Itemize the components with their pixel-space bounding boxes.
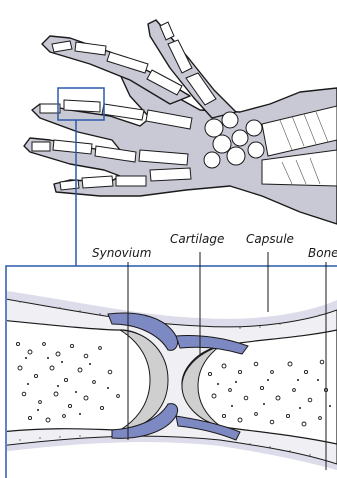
label-synovium: Synovium — [92, 246, 151, 260]
label-bone: Bone — [308, 246, 337, 260]
label-cartilage: Cartilage — [170, 232, 224, 246]
joint-detail-view — [0, 252, 337, 478]
label-capsule: Capsule — [246, 232, 294, 246]
